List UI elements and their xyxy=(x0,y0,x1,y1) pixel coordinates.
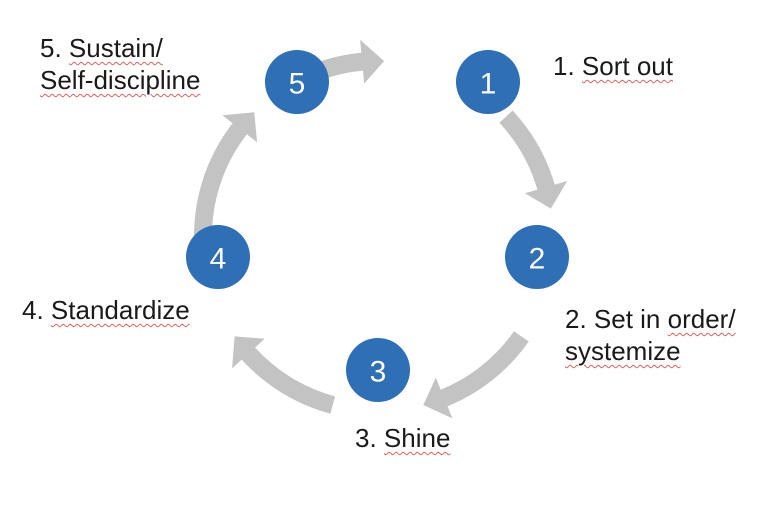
label-step-3-prefix: 3. xyxy=(355,423,384,453)
node-4-circle xyxy=(186,225,250,289)
node-1-number: 1 xyxy=(480,68,497,101)
node-5: 5 xyxy=(265,50,329,114)
label-step-3: 3. Shine xyxy=(355,422,450,454)
label-step-5: 5. Sustain/ Self-discipline xyxy=(40,32,200,96)
label-step-4-text: Standardize xyxy=(50,295,190,325)
label-step-1-text: Sort out xyxy=(581,51,673,81)
label-step-2-text: order/ xyxy=(667,304,736,334)
label-step-4-prefix: 4. xyxy=(22,295,51,325)
node-3-number: 3 xyxy=(370,356,387,389)
arrow-2-to-3 xyxy=(423,331,529,419)
label-step-5-line-2: Self-discipline xyxy=(40,65,201,95)
label-step-2: 2. Set in order/ systemize xyxy=(565,303,736,367)
node-3: 3 xyxy=(346,338,410,402)
label-step-5-line-1: 5. Sustain/ xyxy=(40,32,200,64)
label-step-2-line-1: 2. Set in order/ xyxy=(565,303,736,335)
label-step-2-line-2: systemize xyxy=(565,336,681,366)
node-4: 4 xyxy=(186,225,250,289)
node-3-circle xyxy=(346,338,410,402)
arrow-5-to-1 xyxy=(318,39,385,84)
label-step-3-text: Shine xyxy=(383,423,451,453)
node-1: 1 xyxy=(456,50,520,114)
node-5-number: 5 xyxy=(289,68,306,101)
label-step-5-text: Sustain/ xyxy=(68,33,163,63)
label-step-4: 4. Standardize xyxy=(22,294,190,326)
label-step-1: 1. Sort out xyxy=(553,50,673,82)
label-step-1-prefix: 1. xyxy=(553,51,582,81)
node-2-circle xyxy=(505,225,569,289)
node-2-number: 2 xyxy=(529,243,546,276)
arrow-3-to-4 xyxy=(232,336,336,414)
node-1-circle xyxy=(456,50,520,114)
node-2: 2 xyxy=(505,225,569,289)
label-step-5-prefix: 5. xyxy=(40,33,69,63)
node-5-circle xyxy=(265,50,329,114)
label-step-2-prefix: 2. Set in xyxy=(565,304,668,334)
node-4-number: 4 xyxy=(210,243,227,276)
arrow-1-to-2 xyxy=(499,110,568,209)
